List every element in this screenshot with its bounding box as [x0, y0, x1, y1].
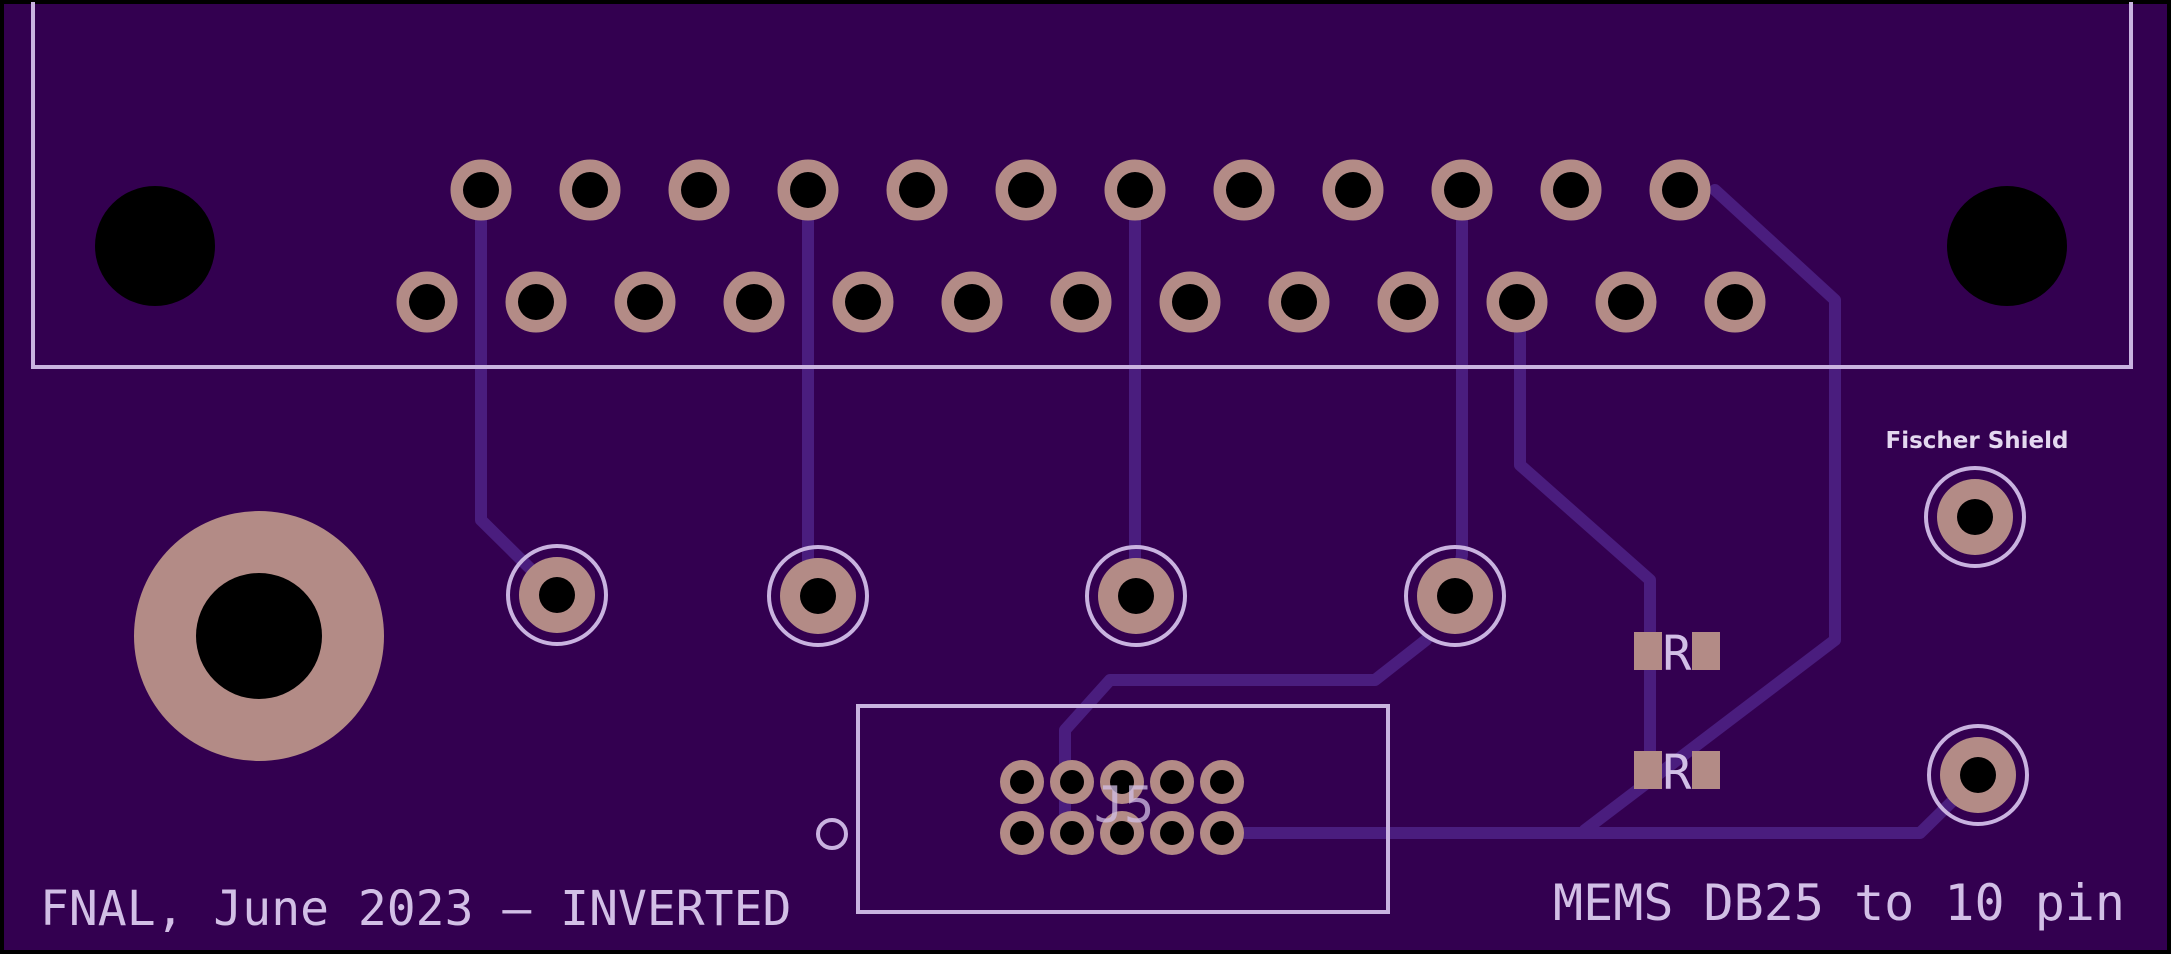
test-pad-drill	[539, 577, 575, 613]
db25-pin-drill	[572, 172, 608, 208]
db25-pin-drill	[954, 284, 990, 320]
mount-hole-large-drill	[196, 573, 322, 699]
resistor-top-pad-right	[1692, 632, 1720, 670]
db25-pin-drill	[1390, 284, 1426, 320]
db25-pin-drill	[1063, 284, 1099, 320]
db25-outline	[31, 2, 2133, 369]
shield-pad-drill	[1960, 757, 1996, 793]
db25-pin-drill	[1553, 172, 1589, 208]
test-pad-drill	[800, 578, 836, 614]
db25-pin	[559, 159, 621, 221]
db25-pin-drill	[1117, 172, 1153, 208]
db25-pin	[450, 159, 512, 221]
db25-pin-drill	[1499, 284, 1535, 320]
db25-pin	[1159, 271, 1221, 333]
board-credit-label: FNAL, June 2023 — INVERTED	[40, 881, 791, 937]
db25-pin	[941, 271, 1003, 333]
db25-pin	[832, 271, 894, 333]
test-pad-ring	[767, 545, 869, 647]
header-pin-drill	[1210, 821, 1234, 845]
header-outline	[856, 704, 1390, 914]
test-pad-ring	[1404, 545, 1506, 647]
db25-pin	[1322, 159, 1384, 221]
db25-pin	[1377, 271, 1439, 333]
header-designator: J5	[1094, 776, 1154, 834]
test-pads	[506, 466, 2029, 826]
test-pad-ring	[506, 544, 608, 646]
db25-pin	[1486, 271, 1548, 333]
db25-pin-drill	[1172, 284, 1208, 320]
test-pad-ring	[1085, 545, 1187, 647]
db25-pin-drill	[790, 172, 826, 208]
db25-pin	[396, 271, 458, 333]
shield-pad-ring	[1927, 724, 2029, 826]
trace	[1449, 184, 1468, 601]
db25-pin-drill	[1335, 172, 1371, 208]
resistor-bottom: R	[1634, 745, 1720, 801]
db25-pin	[1268, 271, 1330, 333]
db25-pin	[1649, 159, 1711, 221]
fischer-pad-drill	[1957, 499, 1993, 535]
header-pin-drill	[1210, 770, 1234, 794]
test-pad-drill	[1437, 578, 1473, 614]
test-pad-drill	[1118, 578, 1154, 614]
db25-pin-drill	[1662, 172, 1698, 208]
header-pin-drill	[1060, 821, 1084, 845]
db25-pin	[1704, 271, 1766, 333]
db25-pin-drill	[1444, 172, 1480, 208]
db25-mount-hole-left	[95, 186, 215, 306]
header-pin-drill	[1110, 821, 1134, 845]
db25-pin	[723, 271, 785, 333]
db25-pin-drill	[736, 284, 772, 320]
fischer-pad-ring	[1924, 466, 2026, 568]
fischer-shield-label: Fischer Shield	[1885, 428, 2068, 454]
resistor-bottom-pad-right	[1692, 751, 1720, 789]
db25-pins-row-1	[450, 159, 1711, 221]
db25-pin	[995, 159, 1057, 221]
db25-pin	[1540, 159, 1602, 221]
traces	[475, 184, 1982, 839]
db25-pin-drill	[1008, 172, 1044, 208]
db25-pin-drill	[518, 284, 554, 320]
resistor-top-pad-left	[1634, 632, 1662, 670]
db25-pin-drill	[1281, 284, 1317, 320]
db25-pin	[1595, 271, 1657, 333]
db25-pin-drill	[845, 284, 881, 320]
db25-pin-drill	[1717, 284, 1753, 320]
db25-mount-hole-right	[1947, 186, 2067, 306]
resistor-top: R	[1634, 626, 1720, 682]
resistor-bottom-pad-left	[1634, 751, 1662, 789]
db25-pin	[505, 271, 567, 333]
db25-pin	[1104, 159, 1166, 221]
header-pin-drill	[1010, 770, 1034, 794]
trace	[1129, 184, 1142, 601]
header-pin-drill	[1160, 821, 1184, 845]
header-pin-drill	[1110, 770, 1134, 794]
db25-pin	[1213, 159, 1275, 221]
db25-pin	[886, 159, 948, 221]
db25-pin	[777, 159, 839, 221]
db25-pin-drill	[409, 284, 445, 320]
db25-pin-drill	[1226, 172, 1262, 208]
db25-pin	[668, 159, 730, 221]
resistor-bottom-label: R	[1663, 745, 1692, 801]
db25-pin	[1431, 159, 1493, 221]
db25-pin-drill	[627, 284, 663, 320]
trace	[1579, 184, 1841, 836]
db25-pin-drill	[681, 172, 717, 208]
resistor-top-label: R	[1663, 626, 1692, 682]
db25-pin	[1050, 271, 1112, 333]
header-pin-drill	[1010, 821, 1034, 845]
db25-pin-drill	[1608, 284, 1644, 320]
db25-pin	[614, 271, 676, 333]
header-pin-drill	[1060, 770, 1084, 794]
board-title-label: MEMS DB25 to 10 pin	[1553, 874, 2125, 932]
db25-pins-row-2	[396, 271, 1766, 333]
db25-pin-drill	[899, 172, 935, 208]
header-pin1-marker	[816, 818, 848, 850]
header-pin-drill	[1160, 770, 1184, 794]
db25-pin-drill	[463, 172, 499, 208]
